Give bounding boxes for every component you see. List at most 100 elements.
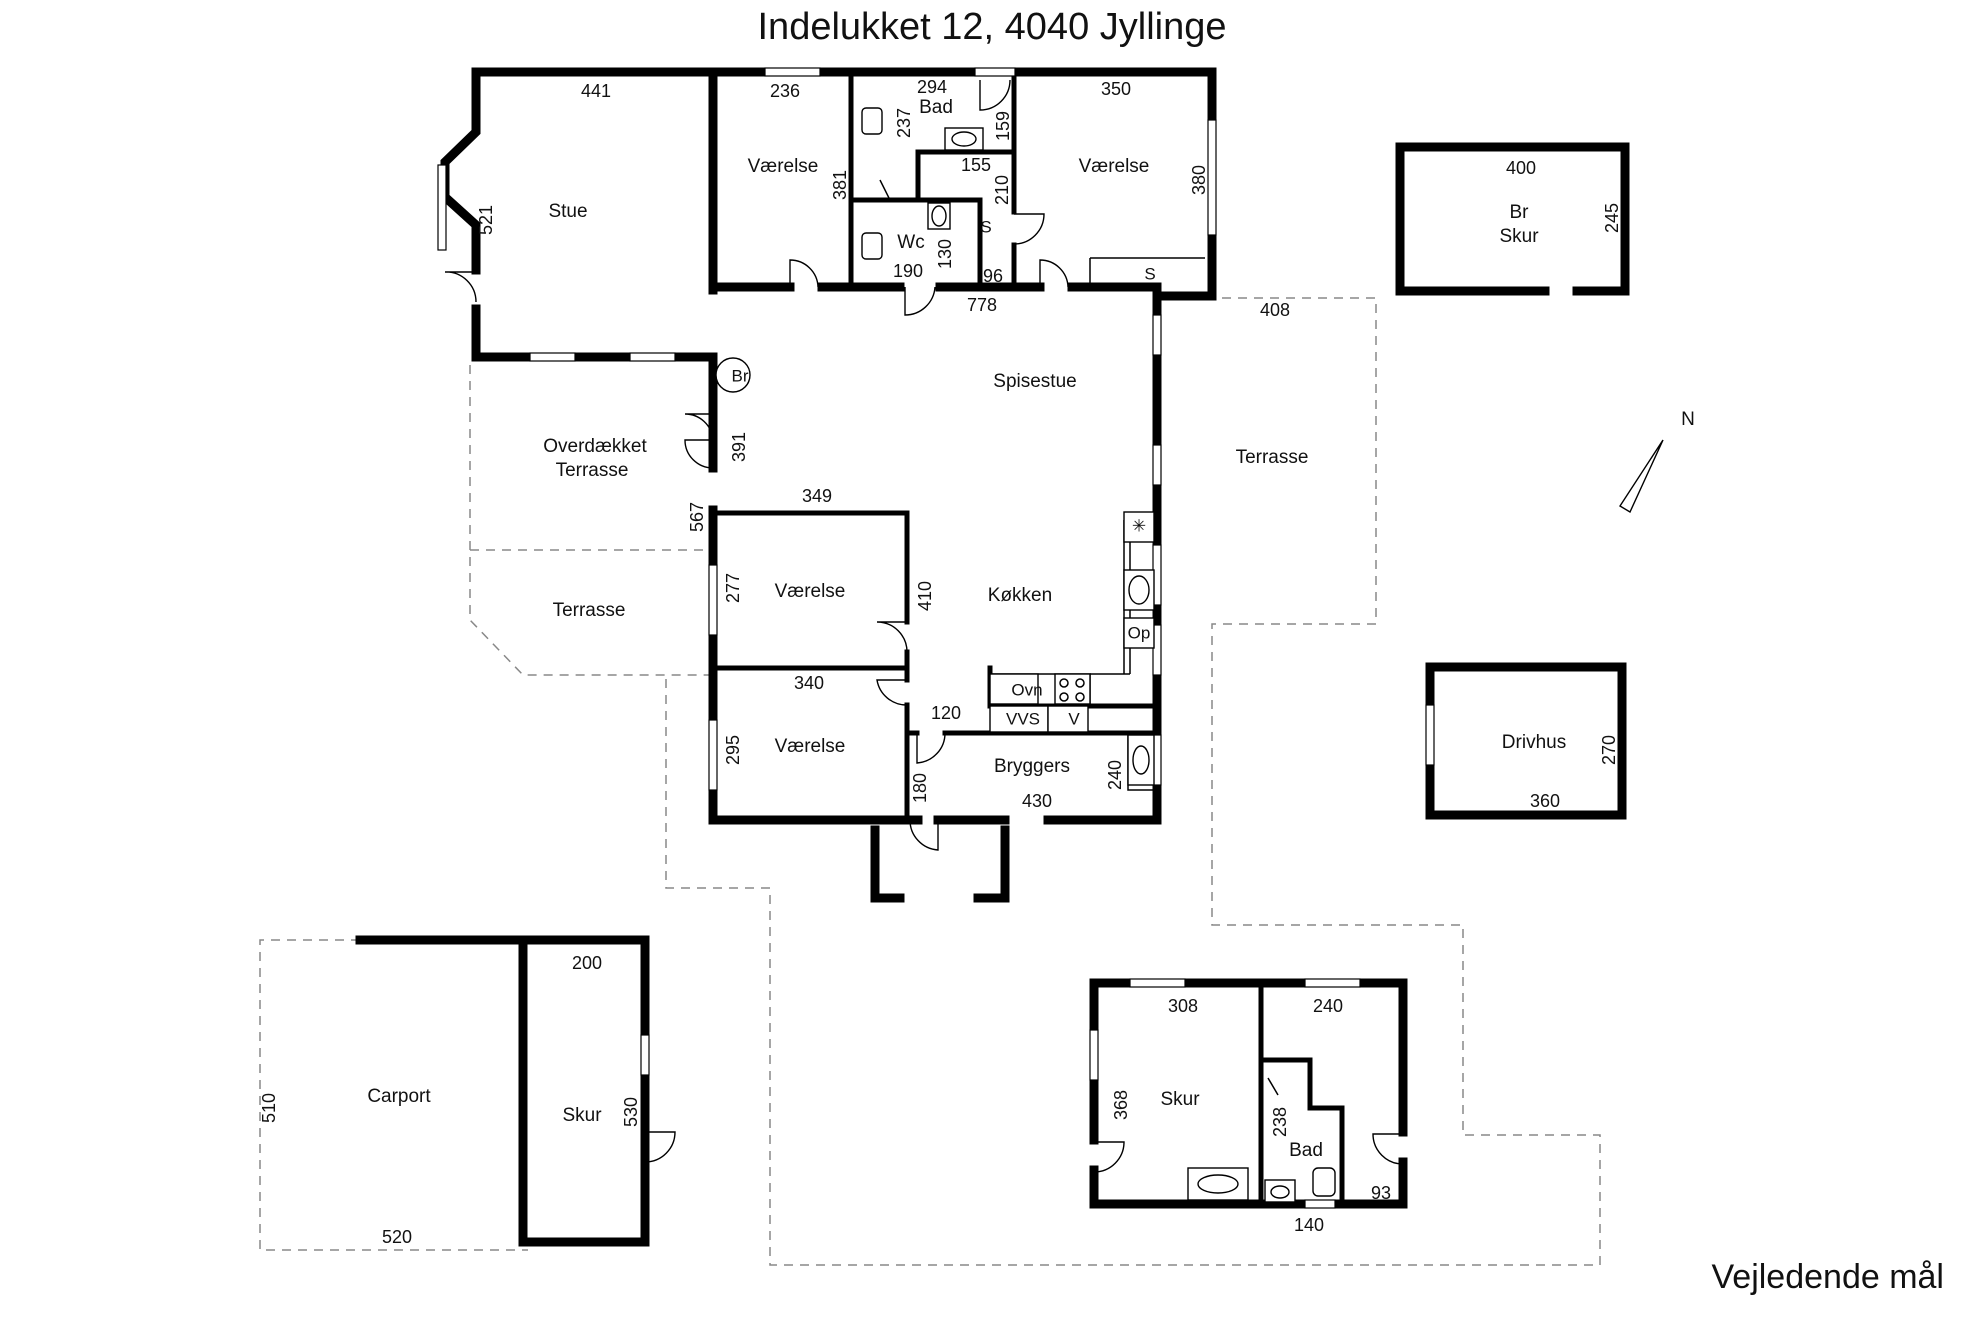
toilet-icon bbox=[861, 232, 883, 260]
doors bbox=[444, 79, 1069, 851]
room-bad-annex: Bad bbox=[1289, 1140, 1323, 1161]
room-vaerelse-2: Værelse bbox=[1079, 156, 1150, 177]
star-icon bbox=[1123, 511, 1155, 543]
dim: 236 bbox=[770, 81, 800, 101]
star-symbol: ✳ bbox=[1132, 516, 1146, 535]
dim: 391 bbox=[729, 432, 749, 462]
closet-s-1: S bbox=[980, 217, 991, 236]
drivhus bbox=[1425, 662, 1627, 820]
dim: 360 bbox=[1530, 791, 1560, 811]
room-overdaekket-line2: Terrasse bbox=[556, 460, 629, 481]
disclaimer-note: Vejledende mål bbox=[1711, 1258, 1944, 1296]
dim: 778 bbox=[967, 295, 997, 315]
vvs-symbol: VVS bbox=[1006, 709, 1040, 728]
dim: 430 bbox=[1022, 791, 1052, 811]
room-carport: Carport bbox=[367, 1086, 431, 1107]
dim: 130 bbox=[935, 239, 955, 269]
dim: 240 bbox=[1105, 760, 1125, 790]
dim: 190 bbox=[893, 261, 923, 281]
dimension-labels: 441 236 294 350 521 381 237 159 155 210 … bbox=[259, 77, 1622, 1247]
dim: 381 bbox=[830, 170, 850, 200]
fixtures bbox=[715, 107, 1205, 786]
dim: 441 bbox=[581, 81, 611, 101]
room-skur-annex: Skur bbox=[1160, 1089, 1200, 1110]
v-box bbox=[1047, 705, 1089, 733]
op-box bbox=[1123, 617, 1155, 649]
room-labels: Stue Værelse Bad Wc Værelse Spisestue Ov… bbox=[367, 97, 1566, 1161]
oven-box bbox=[989, 673, 1039, 705]
dim: 294 bbox=[917, 77, 947, 97]
dim: 120 bbox=[931, 703, 961, 723]
dim: 567 bbox=[687, 502, 707, 532]
dim: 380 bbox=[1189, 165, 1209, 195]
br-symbol: Br bbox=[732, 366, 749, 385]
dim: 155 bbox=[961, 155, 991, 175]
room-wc: Wc bbox=[897, 232, 924, 253]
carport-skur bbox=[355, 935, 676, 1247]
dim: 408 bbox=[1260, 300, 1290, 320]
room-spisestue: Spisestue bbox=[993, 371, 1076, 392]
dim: 200 bbox=[572, 953, 602, 973]
sink-bowl-icon bbox=[951, 131, 977, 147]
dim: 237 bbox=[894, 108, 914, 138]
room-bryggers: Bryggers bbox=[994, 756, 1070, 777]
north-arrow-icon bbox=[1619, 439, 1664, 514]
compass-label: N bbox=[1681, 409, 1695, 430]
room-stue: Stue bbox=[548, 201, 587, 222]
dim: 238 bbox=[1270, 1107, 1290, 1137]
room-vaerelse-1: Værelse bbox=[748, 156, 819, 177]
br-skur bbox=[1395, 142, 1630, 296]
compass: N bbox=[1619, 409, 1695, 514]
interior-walls bbox=[710, 69, 1160, 823]
dim: 520 bbox=[382, 1227, 412, 1247]
dim: 510 bbox=[259, 1093, 279, 1123]
dim: 180 bbox=[910, 773, 930, 803]
room-bad: Bad bbox=[919, 97, 953, 118]
dim: 240 bbox=[1313, 996, 1343, 1016]
toilet-icon bbox=[1312, 1167, 1336, 1197]
dim: 530 bbox=[621, 1097, 641, 1127]
page-title: Indelukket 12, 4040 Jyllinge bbox=[757, 6, 1227, 48]
dim: 521 bbox=[476, 205, 496, 235]
room-terrasse-west: Terrasse bbox=[553, 600, 626, 621]
room-drivhus: Drivhus bbox=[1502, 732, 1566, 753]
br-circle-icon bbox=[715, 357, 751, 393]
sink-bowl-icon bbox=[931, 205, 947, 227]
room-br-skur-line2: Skur bbox=[1499, 226, 1539, 247]
dim: 349 bbox=[802, 486, 832, 506]
room-terrasse-east: Terrasse bbox=[1236, 447, 1309, 468]
room-vaerelse-4: Værelse bbox=[775, 736, 846, 757]
shower-icon bbox=[879, 179, 891, 201]
room-skur-carport: Skur bbox=[562, 1105, 602, 1126]
toilet-icon bbox=[861, 107, 883, 135]
dim: 400 bbox=[1506, 158, 1536, 178]
symbol-labels: S S Br ✳ Op Ovn VVS V bbox=[732, 217, 1156, 728]
dashed-outlines bbox=[259, 297, 1601, 1266]
v-symbol: V bbox=[1068, 709, 1080, 728]
shower-icon bbox=[1267, 1077, 1279, 1096]
dim: 350 bbox=[1101, 79, 1131, 99]
closet-s-2: S bbox=[1144, 264, 1155, 283]
annex bbox=[1089, 978, 1408, 1209]
ovn-symbol: Ovn bbox=[1011, 680, 1042, 699]
dim: 308 bbox=[1168, 996, 1198, 1016]
op-symbol: Op bbox=[1128, 623, 1151, 642]
dim: 410 bbox=[915, 581, 935, 611]
dim: 96 bbox=[983, 266, 1003, 286]
dim: 245 bbox=[1602, 203, 1622, 233]
windows bbox=[437, 67, 1217, 791]
dim: 368 bbox=[1111, 1090, 1131, 1120]
dim: 277 bbox=[723, 573, 743, 603]
room-koekken: Køkken bbox=[988, 585, 1052, 606]
dim: 295 bbox=[723, 735, 743, 765]
dim: 210 bbox=[992, 175, 1012, 205]
dim: 340 bbox=[794, 673, 824, 693]
dim: 93 bbox=[1371, 1183, 1391, 1203]
dim: 270 bbox=[1599, 735, 1619, 765]
dim: 159 bbox=[993, 111, 1013, 141]
room-overdaekket-line1: Overdækket bbox=[543, 436, 647, 457]
room-vaerelse-3: Værelse bbox=[775, 581, 846, 602]
dim: 140 bbox=[1294, 1215, 1324, 1235]
room-br-skur-line1: Br bbox=[1510, 202, 1530, 223]
